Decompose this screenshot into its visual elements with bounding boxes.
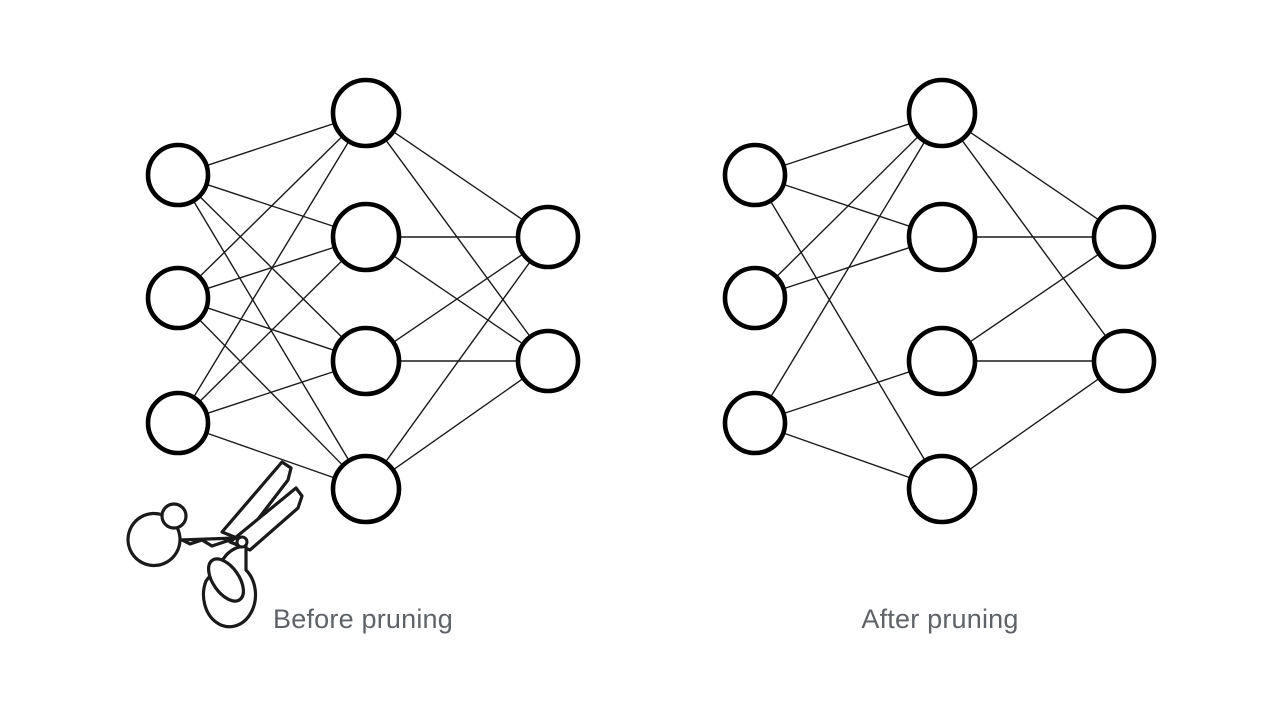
edge-L-H4-L-O1 — [384, 260, 532, 464]
panel-after-pruning: After pruning — [722, 77, 1157, 634]
neuron-node-L-O1 — [515, 204, 581, 270]
edge-R-H1-R-O1 — [968, 130, 1101, 222]
scissors-icon — [126, 460, 304, 629]
edge-R-H4-R-O2 — [967, 377, 1101, 472]
neuron-node-L-H1 — [330, 77, 402, 149]
edge-L-H1-L-O2 — [384, 138, 532, 339]
edge-L-I2-L-H2 — [205, 246, 336, 290]
neuron-node-R-H3 — [906, 325, 978, 397]
edge-R-I1-R-H2 — [782, 183, 912, 228]
edge-R-H1-R-O2 — [960, 138, 1108, 339]
edge-L-I1-L-H2 — [205, 183, 336, 228]
edge-R-I3-R-H1 — [769, 140, 927, 399]
neuron-node-R-O1 — [1091, 204, 1157, 270]
edge-L-I3-L-H4 — [205, 431, 337, 480]
node-group-after — [722, 77, 1157, 525]
neuron-node-L-I1 — [145, 142, 211, 208]
edge-L-I1-L-H3 — [198, 194, 344, 339]
edge-group-before — [192, 122, 532, 480]
neuron-node-R-O2 — [1091, 328, 1157, 394]
neuron-node-L-H3 — [330, 325, 402, 397]
edge-L-I3-L-H1 — [192, 139, 351, 399]
neuron-node-R-I1 — [722, 142, 788, 208]
neuron-node-R-I2 — [722, 265, 788, 331]
edge-L-I2-L-H1 — [198, 134, 344, 279]
edge-R-H3-R-O1 — [968, 252, 1101, 344]
edge-L-H3-L-O1 — [392, 252, 525, 344]
edge-R-I3-R-H3 — [782, 370, 912, 415]
neuron-node-R-H4 — [906, 453, 978, 525]
panel-before-pruning: Before pruning — [126, 77, 581, 634]
neuron-node-R-H2 — [906, 201, 978, 273]
caption-before-pruning: Before pruning — [273, 604, 453, 634]
neuron-node-L-I3 — [145, 390, 211, 456]
neuron-node-L-H2 — [330, 201, 402, 273]
edge-R-I2-R-H1 — [775, 135, 920, 279]
neuron-node-R-I3 — [722, 390, 788, 456]
edge-L-H1-L-O1 — [392, 130, 525, 222]
edge-group-after — [769, 122, 1108, 480]
node-group-before — [145, 77, 581, 525]
edge-L-I3-L-H2 — [198, 259, 344, 404]
neuron-node-L-I2 — [145, 265, 211, 331]
edge-L-I2-L-H3 — [205, 306, 336, 352]
neuron-node-L-H4 — [330, 453, 402, 525]
neuron-node-R-H1 — [906, 77, 978, 149]
edge-R-I1-R-H4 — [769, 199, 927, 462]
edge-R-I3-R-H4 — [782, 431, 913, 480]
edge-R-I1-R-H1 — [782, 122, 912, 167]
edge-L-I1-L-H1 — [205, 122, 336, 167]
neuron-node-L-O2 — [515, 328, 581, 394]
caption-after-pruning: After pruning — [861, 604, 1018, 634]
edge-L-H4-L-O2 — [391, 377, 525, 472]
edge-L-I3-L-H3 — [205, 370, 336, 415]
edge-R-I2-R-H2 — [782, 246, 912, 290]
edge-L-H2-L-O2 — [392, 254, 525, 346]
